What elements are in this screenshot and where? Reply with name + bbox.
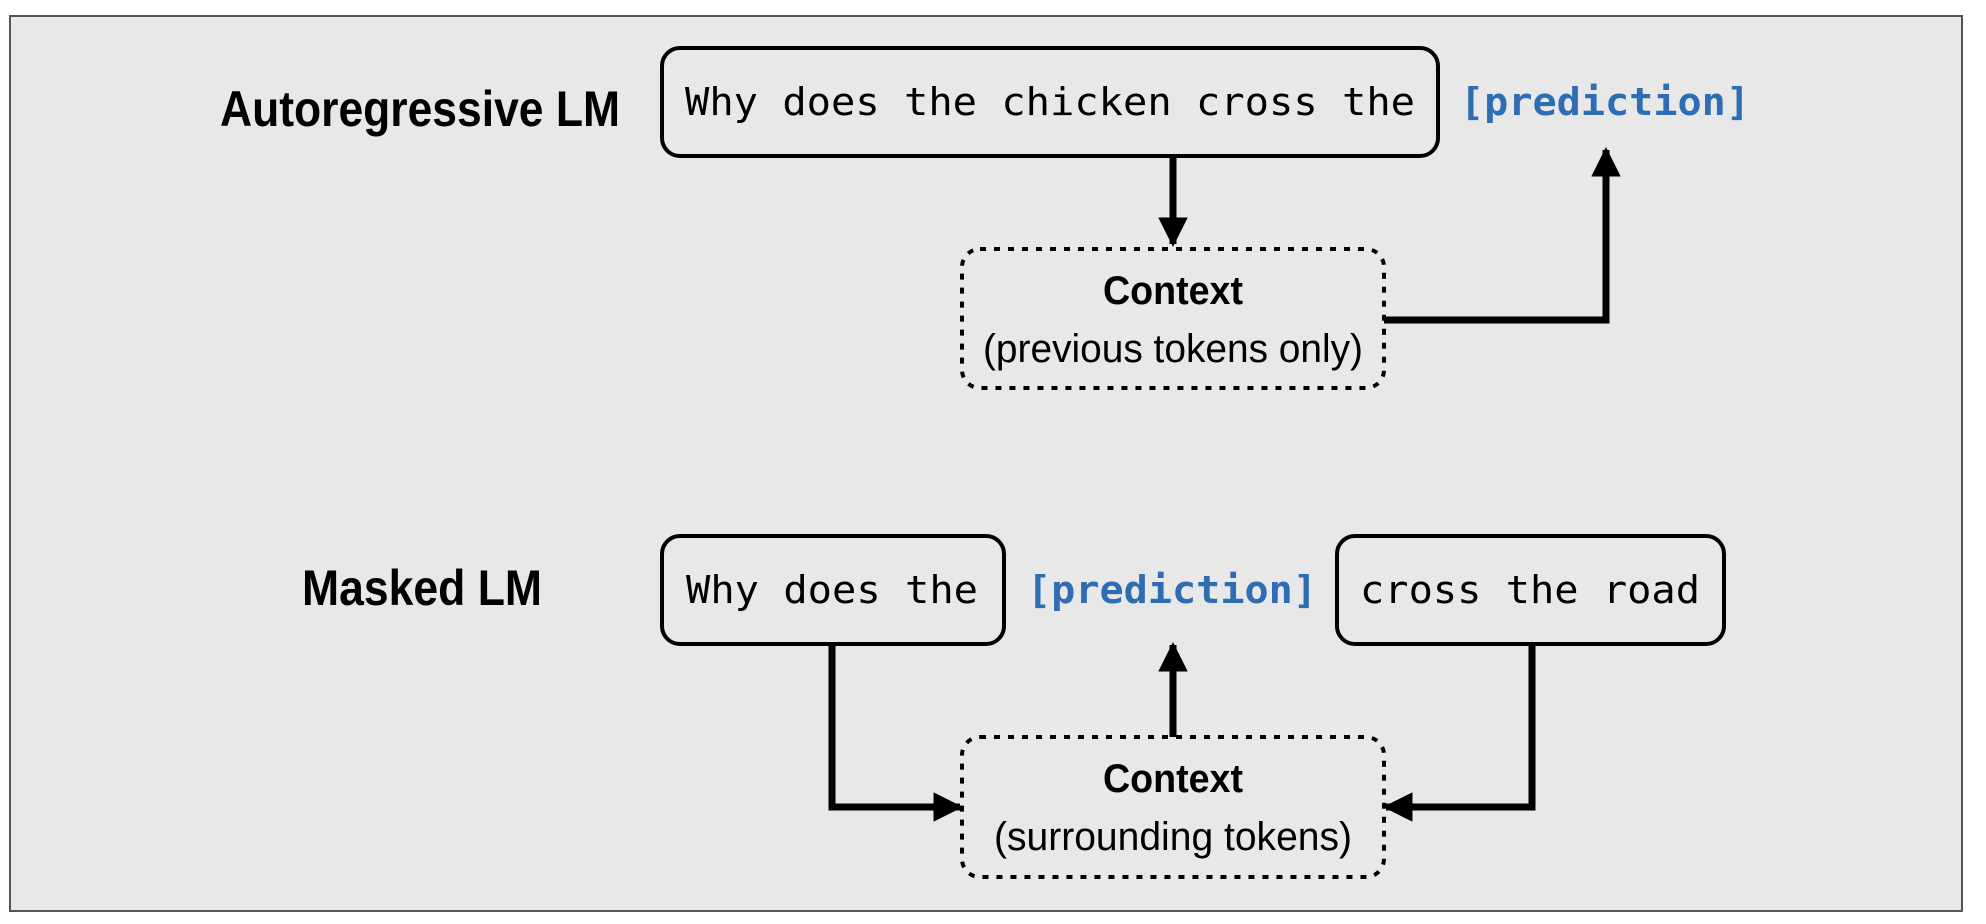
masked-arrow-right-to-context [1383,644,1536,822]
diagram-background [9,15,1963,912]
masked-right-text: cross the road [1360,568,1700,612]
masked-context-title: Context [1103,757,1243,801]
autoregressive-section: Autoregressive LM Why does the chicken c… [220,46,1750,390]
masked-arrow-left-to-context [828,644,963,822]
masked-title: Masked LM [302,560,542,616]
masked-prediction: [prediction] [1027,568,1317,612]
masked-context-subtitle: (surrounding tokens) [994,815,1352,859]
autoregressive-title: Autoregressive LM [220,81,620,137]
autoregressive-context-subtitle: (previous tokens only) [983,327,1363,371]
autoregressive-input-text: Why does the chicken cross the [685,80,1415,124]
autoregressive-context-title: Context [1103,269,1243,313]
autoregressive-arrow-context-to-prediction [1384,147,1621,324]
masked-section: Masked LM Why does the [prediction] cros… [302,534,1726,879]
masked-left-text: Why does the [686,568,978,612]
autoregressive-input-box [660,46,1440,158]
autoregressive-prediction: [prediction] [1460,80,1750,124]
